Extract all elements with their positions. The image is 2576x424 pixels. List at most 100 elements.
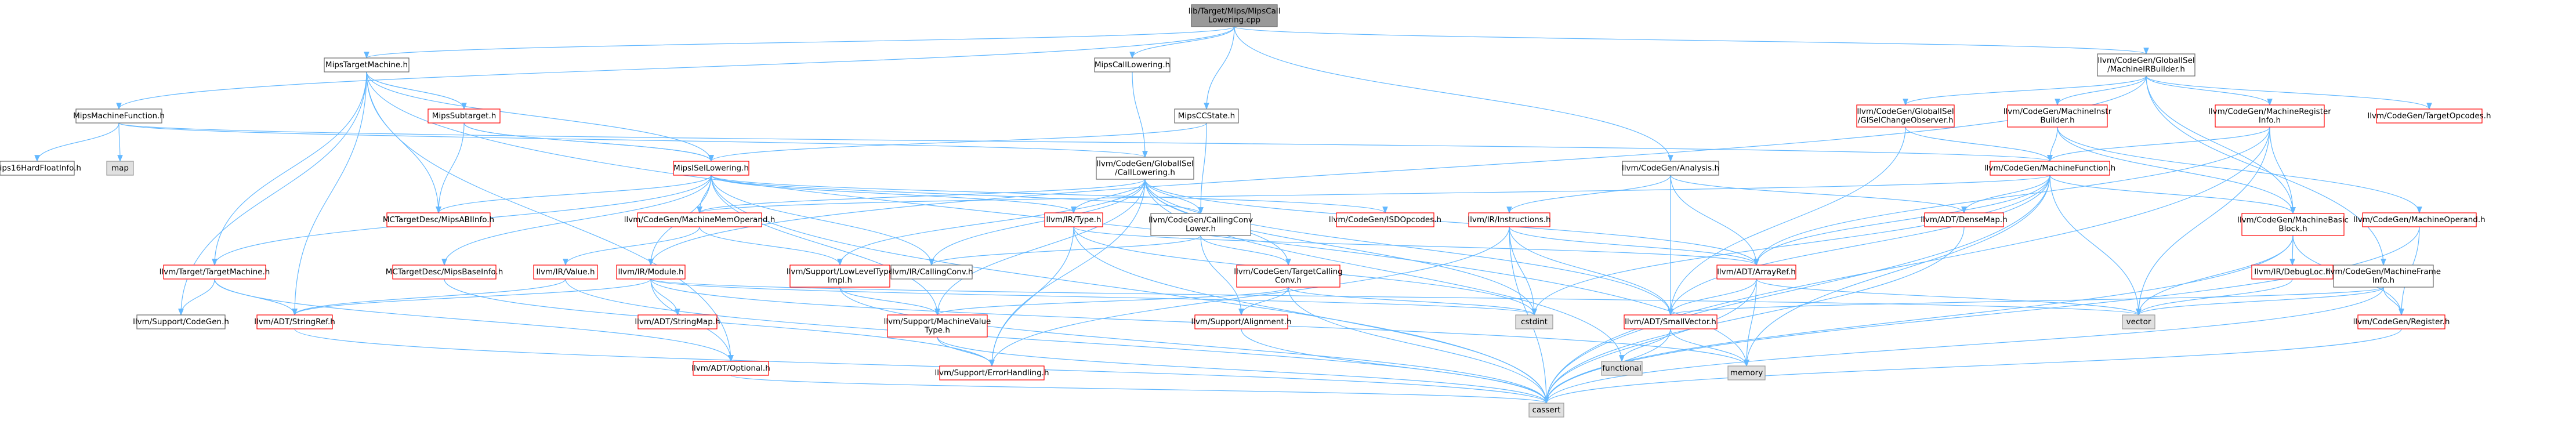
node-label: cassert bbox=[1532, 405, 1561, 415]
include-edge-root-to-gmirb bbox=[1234, 26, 2149, 55]
graph-node-irinstructions[interactable]: llvm/IR/Instructions.h bbox=[1468, 212, 1551, 227]
include-edge-gcalllow-to-mmemoperand bbox=[697, 179, 1146, 214]
node-box bbox=[1236, 264, 1340, 288]
graph-node-gchangeobs[interactable]: llvm/CodeGen/GlobalISel/GISelChangeObser… bbox=[1856, 104, 1955, 128]
graph-node-supportcodegen[interactable]: llvm/Support/CodeGen.h bbox=[133, 314, 229, 329]
node-box bbox=[75, 108, 162, 124]
include-edge-targetmachine-to-supportcodegen bbox=[178, 278, 215, 316]
graph-node-stringref[interactable]: llvm/ADT/StringRef.h bbox=[254, 314, 335, 329]
include-edge-mipsmf-to-mips16hf bbox=[34, 122, 119, 162]
graph-node-mcabiinfo[interactable]: MCTargetDesc/MipsABIInfo.h bbox=[383, 212, 494, 227]
node-label: /MachineIRBuilder.h bbox=[2107, 65, 2185, 74]
graph-node-mipsmf[interactable]: MipsMachineFunction.h bbox=[73, 108, 165, 124]
include-edge-tcallingconv-to-cstdint bbox=[1288, 287, 1537, 316]
include-edge-smallvector-to-functional bbox=[1619, 328, 1671, 363]
graph-node-errorhandling[interactable]: llvm/Support/ErrorHandling.h bbox=[934, 365, 1049, 380]
graph-node-cganalysis[interactable]: llvm/CodeGen/Analysis.h bbox=[1622, 161, 1719, 176]
include-edge-irtype-to-cassert bbox=[1073, 226, 1549, 404]
graph-node-alignment[interactable]: llvm/Support/Alignment.h bbox=[1191, 314, 1292, 329]
graph-node-irmodule[interactable]: llvm/IR/Module.h bbox=[616, 264, 686, 280]
graph-node-mcbaseinfo[interactable]: MCTargetDesc/MipsBaseInfo.h bbox=[386, 264, 503, 280]
include-edge-gcalllow-to-arrayref bbox=[1144, 179, 1759, 266]
node-label: llvm/Support/ErrorHandling.h bbox=[934, 368, 1049, 378]
graph-node-map[interactable]: map bbox=[106, 161, 134, 176]
graph-node-optional[interactable]: llvm/ADT/Optional.h bbox=[691, 361, 770, 376]
node-box bbox=[256, 314, 333, 329]
graph-node-mipsisel[interactable]: MipsISelLowering.h bbox=[673, 161, 749, 176]
node-label: MipsSubtarget.h bbox=[432, 111, 497, 121]
graph-node-ircallingconv[interactable]: llvm/IR/CallingConv.h bbox=[890, 264, 973, 280]
graph-node-root[interactable]: lib/Target/Mips/MipsCallLowering.cpp bbox=[1189, 4, 1281, 27]
graph-node-gmirb[interactable]: llvm/CodeGen/GlobalISel/MachineIRBuilder… bbox=[2097, 53, 2195, 77]
graph-node-mips16hf[interactable]: Mips16HardFloatInfo.h bbox=[0, 161, 81, 176]
node-label: llvm/IR/Value.h bbox=[536, 267, 595, 277]
graph-node-mipscl[interactable]: MipsCallLowering.h bbox=[1094, 57, 1171, 73]
graph-node-memory[interactable]: memory bbox=[1727, 365, 1766, 380]
graph-node-densemap[interactable]: llvm/ADT/DenseMap.h bbox=[1921, 212, 2008, 227]
graph-node-irvalue[interactable]: llvm/IR/Value.h bbox=[533, 264, 598, 280]
node-label: Block.h bbox=[2278, 224, 2307, 234]
include-edge-mfunction-to-cstdint bbox=[1531, 175, 2050, 316]
graph-node-isdopcodes[interactable]: llvm/CodeGen/ISDOpcodes.h bbox=[1329, 212, 1441, 227]
include-edge-mipsmf-to-map bbox=[117, 122, 123, 162]
node-label: MipsMachineFunction.h bbox=[73, 111, 165, 121]
graph-node-mfunction[interactable]: llvm/CodeGen/MachineFunction.h bbox=[1984, 161, 2115, 176]
node-label: Lowering.cpp bbox=[1208, 16, 1260, 25]
graph-node-mipsccstate[interactable]: MipsCCState.h bbox=[1174, 108, 1239, 124]
graph-node-cstdint[interactable]: cstdint bbox=[1515, 314, 1553, 329]
include-edge-irtype-to-errorhandling bbox=[989, 226, 1074, 367]
include-edge-gmirb-to-mbasicblock bbox=[2146, 75, 2296, 215]
graph-node-register[interactable]: llvm/CodeGen/Register.h bbox=[2353, 314, 2450, 329]
include-edge-cganalysis-to-densemap bbox=[1670, 175, 1967, 214]
node-box bbox=[1727, 365, 1766, 380]
node-label: map bbox=[111, 164, 129, 173]
include-edge-tcallingconv-to-alignment bbox=[1238, 287, 1289, 316]
include-edge-root-to-mipscl bbox=[1129, 26, 1235, 59]
graph-node-stringmap[interactable]: llvm/ADT/StringMap.h bbox=[635, 314, 720, 329]
graph-node-irtype[interactable]: llvm/IR/Type.h bbox=[1044, 212, 1103, 227]
graph-node-mipstm[interactable]: MipsTargetMachine.h bbox=[324, 57, 410, 73]
include-edge-gmirb-to-targetopcodes bbox=[2146, 75, 2432, 110]
node-label: llvm/IR/DebugLoc.h bbox=[2254, 267, 2330, 277]
include-edge-mipscl-to-gcalllow bbox=[1132, 71, 1148, 158]
node-box bbox=[0, 161, 75, 176]
include-edge-gchangeobs-to-smallvector bbox=[1668, 126, 1906, 316]
graph-node-mmemoperand[interactable]: llvm/CodeGen/MachineMemOperand.h bbox=[624, 212, 776, 227]
include-edge-cganalysis-to-irinstructions bbox=[1506, 175, 1671, 214]
graph-node-debugloc[interactable]: llvm/IR/DebugLoc.h bbox=[2251, 264, 2334, 280]
graph-node-cassert[interactable]: cassert bbox=[1528, 403, 1564, 418]
include-edge-lowleveltype-to-mvt bbox=[839, 287, 940, 316]
include-edge-mipssubtarget-to-mipsisel bbox=[463, 122, 714, 162]
include-edge-mipstm-to-stringref bbox=[292, 71, 367, 316]
graph-node-arrayref[interactable]: llvm/ADT/ArrayRef.h bbox=[1716, 264, 1796, 280]
graph-node-gcalllow[interactable]: llvm/CodeGen/GlobalISel/CallLowering.h bbox=[1096, 157, 1194, 180]
graph-node-smallvector[interactable]: llvm/ADT/SmallVector.h bbox=[1624, 314, 1718, 329]
include-edge-gcalllow-to-callingconvlower bbox=[1144, 179, 1204, 215]
node-box bbox=[533, 264, 598, 280]
node-label: llvm/CodeGen/GlobalISel bbox=[2097, 56, 2194, 66]
node-box bbox=[2215, 104, 2325, 128]
graph-node-moperand[interactable]: llvm/CodeGen/MachineOperand.h bbox=[2353, 212, 2486, 227]
include-edge-arrayref-to-memory bbox=[1744, 278, 1757, 367]
graph-node-targetopcodes[interactable]: llvm/CodeGen/TargetOpcodes.h bbox=[2367, 108, 2491, 124]
node-box bbox=[2376, 108, 2483, 124]
include-edge-irinstructions-to-arrayref bbox=[1509, 226, 1759, 266]
graph-node-functional[interactable]: functional bbox=[1601, 361, 1643, 376]
node-box bbox=[2122, 314, 2155, 329]
include-edge-minstrbuilder-to-mbasicblock bbox=[2057, 126, 2296, 215]
include-edge-mreginfo-to-mfunction bbox=[2047, 126, 2270, 162]
graph-node-vector[interactable]: vector bbox=[2122, 314, 2155, 329]
graph-node-mipssubtarget[interactable]: MipsSubtarget.h bbox=[427, 108, 501, 124]
include-edge-irmodule-to-stringref bbox=[292, 278, 651, 316]
include-edge-mfunction-to-arrayref bbox=[1753, 175, 2050, 266]
graph-node-targetmachine[interactable]: llvm/Target/TargetMachine.h bbox=[160, 264, 270, 280]
include-edge-arrayref-to-cassert bbox=[1544, 278, 1757, 404]
